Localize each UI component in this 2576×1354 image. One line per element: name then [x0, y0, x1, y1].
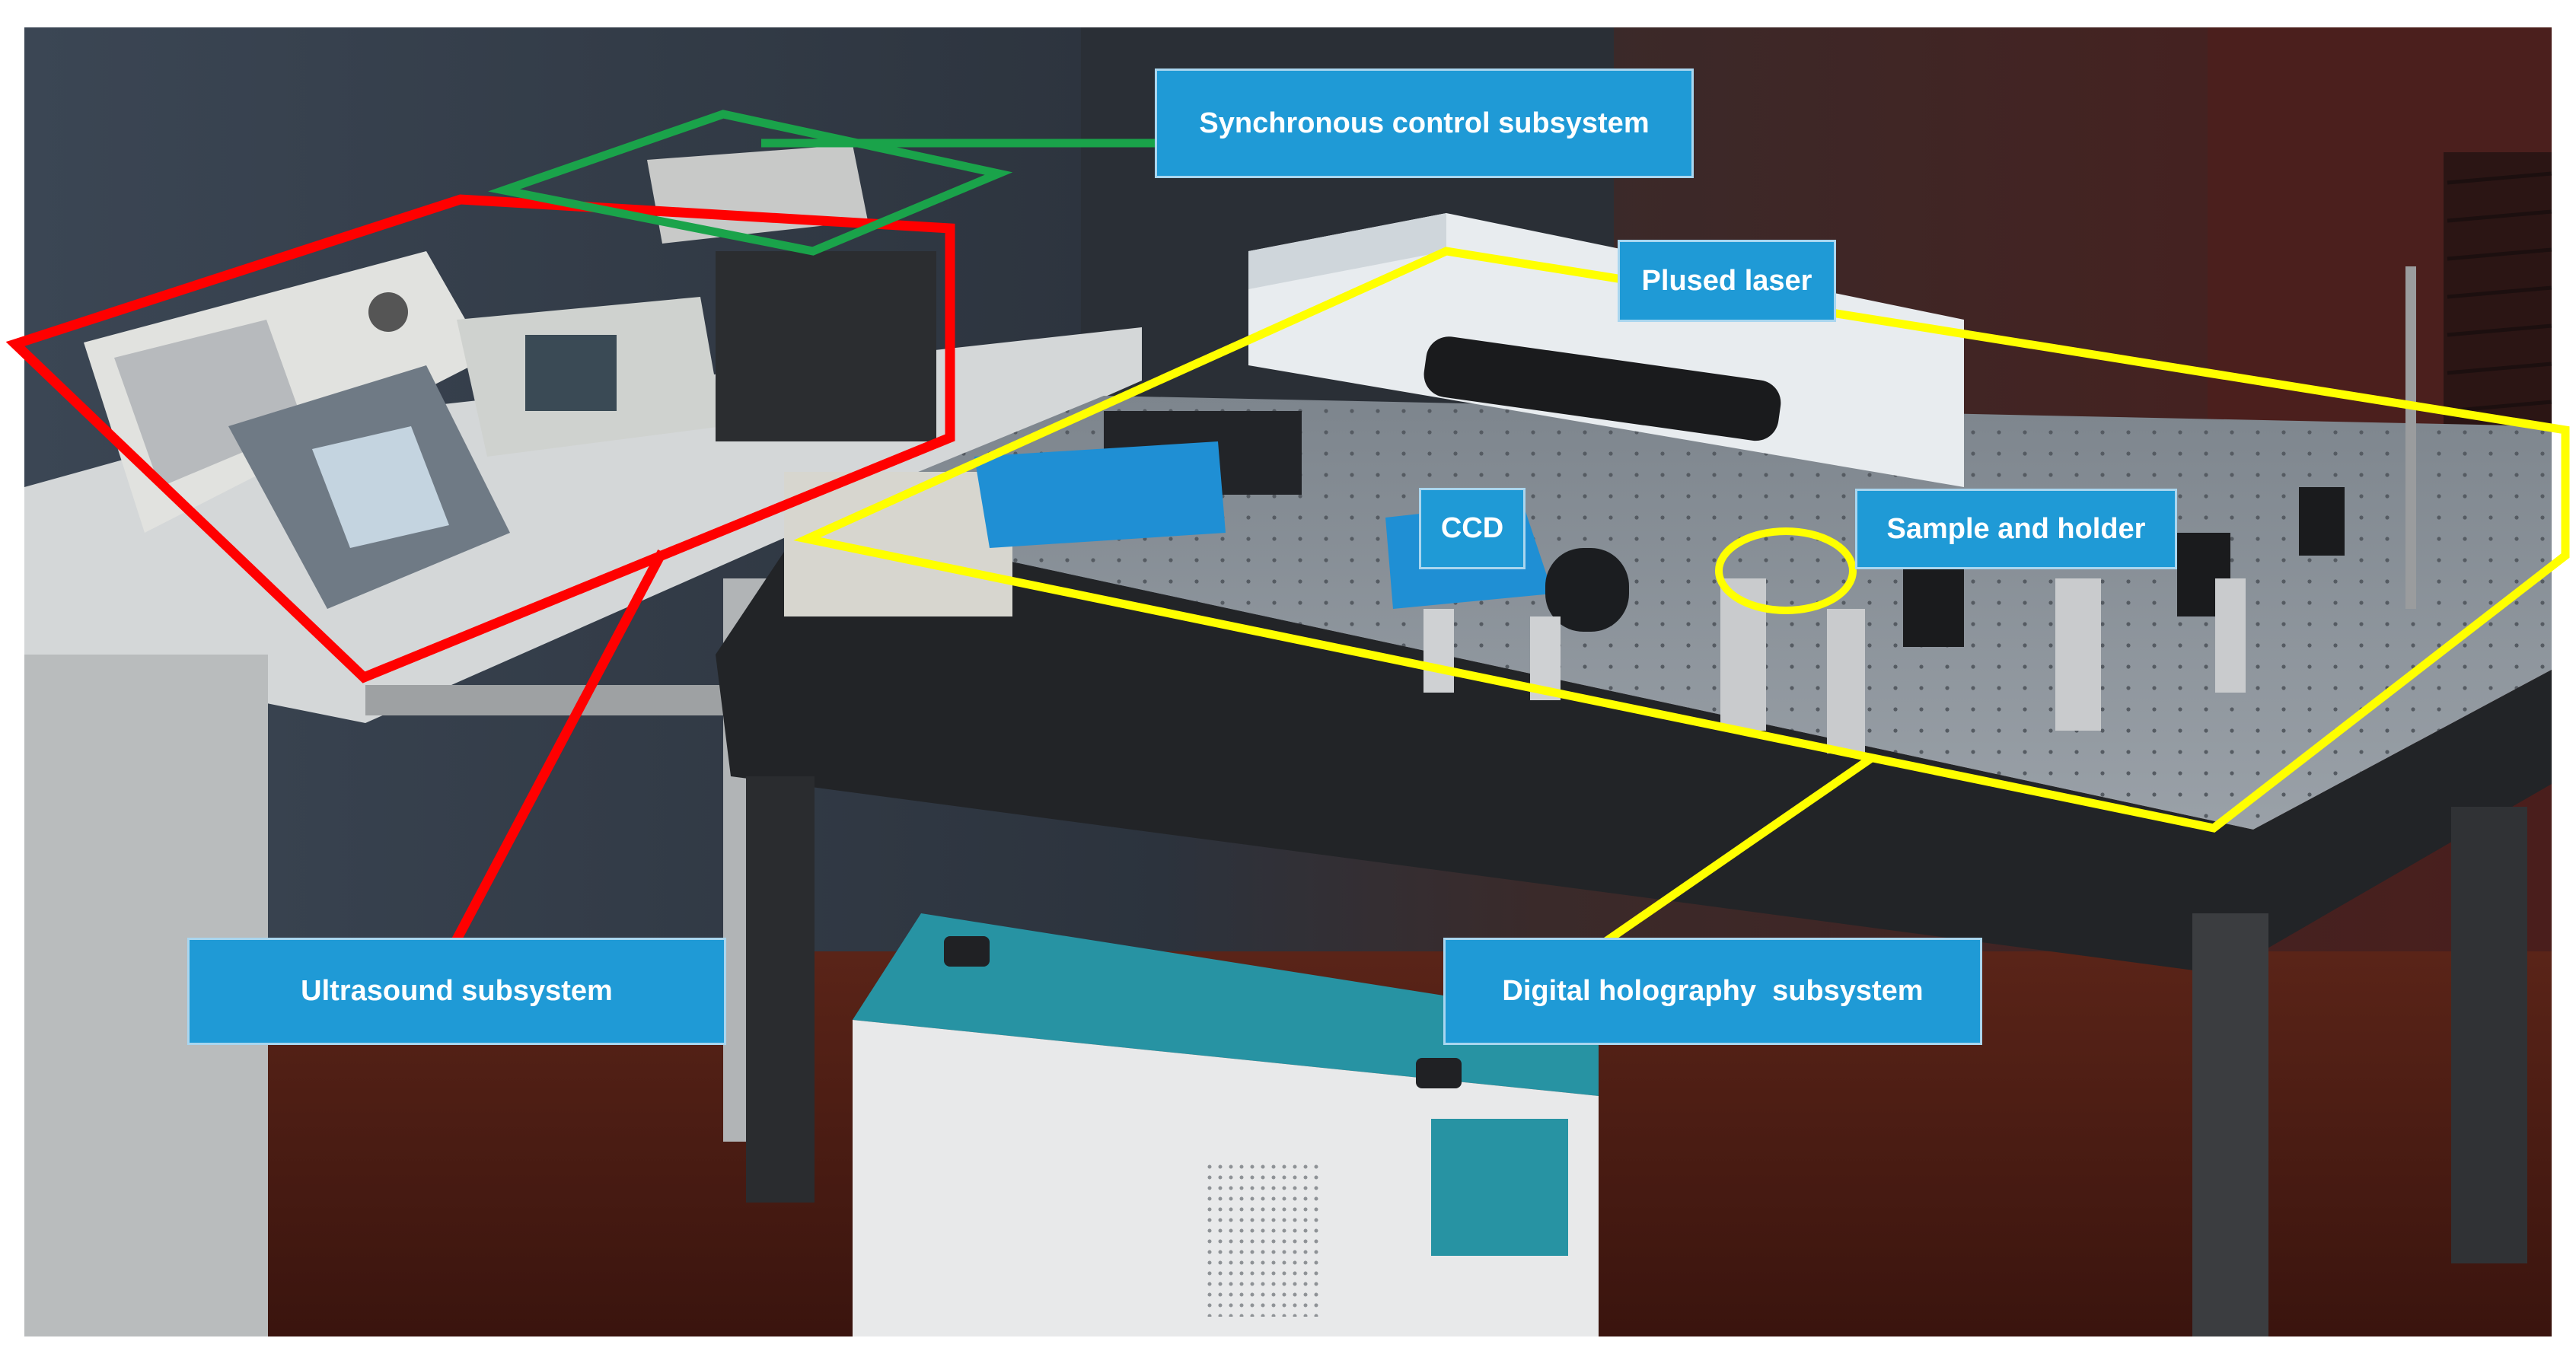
ultrasound-subsystem-outline [5, 194, 955, 683]
holography-subsystem-outline [793, 247, 2570, 833]
ccd-label: CCD [1419, 488, 1526, 569]
ultrasound-leader-line [451, 549, 667, 945]
ultrasound-subsystem-label: Ultrasound subsystem [187, 938, 726, 1045]
sync-control-subsystem-label: Synchronous control subsystem [1155, 68, 1694, 178]
sample-holder-label: Sample and holder [1855, 489, 2177, 569]
sync-control-subsystem-outline [488, 110, 1013, 256]
pulsed-laser-label: Plused laser [1618, 240, 1836, 322]
sample-holder-marker [1715, 527, 1857, 614]
digital-holography-subsystem-label: Digital holography subsystem [1443, 938, 1982, 1045]
holography-leader-line [1602, 753, 1876, 946]
